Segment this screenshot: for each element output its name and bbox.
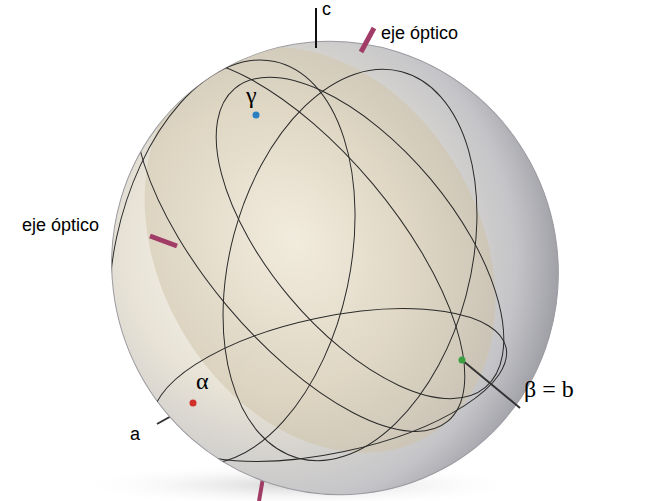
- optic-axis-rod: [259, 478, 263, 501]
- axis-b-line: [462, 360, 520, 408]
- optic-axis-rod: [150, 236, 177, 246]
- index-label: β = b: [524, 376, 574, 402]
- index-label: α: [196, 368, 209, 394]
- axis-label: c: [322, 0, 331, 20]
- axis-c-line: [315, 8, 317, 48]
- index-label: γ: [246, 82, 257, 108]
- optic-axis-rod: [361, 28, 374, 52]
- optic-axis-label: eje óptico: [22, 216, 99, 236]
- gamma-point: [253, 112, 260, 119]
- ellipsoid-body: [32, 0, 638, 501]
- alpha-point: [190, 400, 197, 407]
- axis-label: a: [130, 425, 140, 445]
- optic-axis-label: eje óptico: [381, 24, 458, 44]
- principal-sections: [74, 0, 566, 501]
- beta-point: [459, 357, 466, 364]
